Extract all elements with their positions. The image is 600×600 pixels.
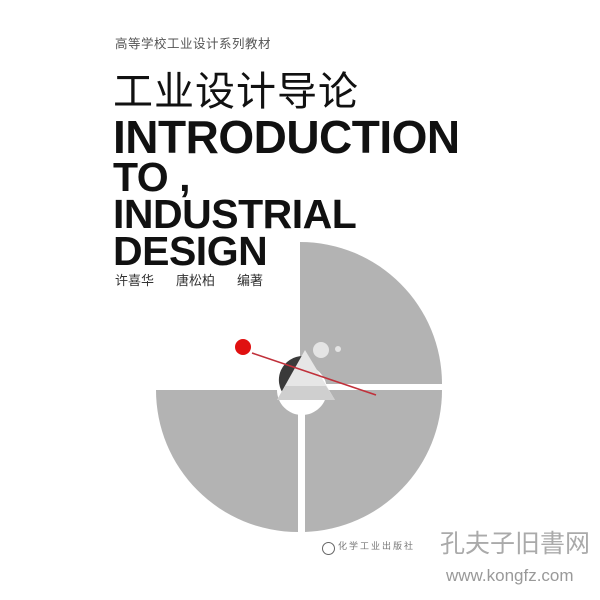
title-english-line-1: INTRODUCTION [113,111,460,163]
publisher-name: 化学工业出版社 [338,542,416,552]
red-line [251,352,377,396]
watermark-url: www.kongfz.com [446,566,574,585]
title-english-line-3: INDUSTRIAL [113,191,357,237]
title-chinese: 工业设计导论 [113,69,359,115]
quadrant-bottom-left [156,390,298,532]
title-english-line-4: DESIGN [113,228,268,274]
quadrant-top-right [300,242,442,384]
author-role: 编著 [237,274,264,289]
bubble-small [335,346,341,352]
title-english-line-2: TO , [113,154,190,200]
author-1: 许喜华 [115,274,155,289]
watermark-name: 孔夫子旧書网 [440,529,591,558]
publisher-logo-icon [322,542,335,555]
author-2: 唐松柏 [176,274,216,289]
red-dot [235,339,251,355]
triangle-lower-band [277,386,335,400]
authors: 许喜华 唐松柏 编著 [115,274,285,290]
quadrant-bottom-right [305,390,443,532]
series-title: 高等学校工业设计系列教材 [115,36,272,51]
bubble-large [313,342,329,358]
